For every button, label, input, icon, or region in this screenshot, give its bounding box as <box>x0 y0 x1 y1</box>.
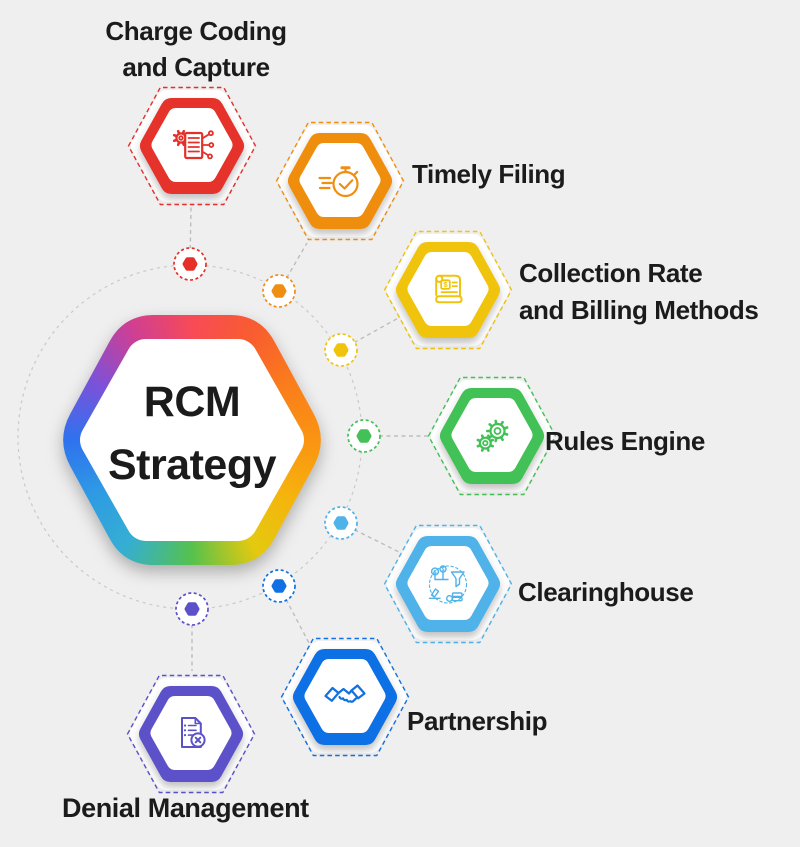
charge-coding-label-line1: Charge Coding <box>105 16 287 46</box>
rules-engine-label: Rules Engine <box>545 426 705 456</box>
orbit-node-collection-rate <box>324 333 358 367</box>
charge-coding-hexagon <box>127 86 257 206</box>
orbit-node-partnership <box>262 569 296 603</box>
collection-rate-hexagon: $ <box>383 230 513 350</box>
collection-rate-label: Collection Rate and Billing Methods <box>519 255 759 329</box>
svg-text:$: $ <box>442 567 445 573</box>
collection-rate-label-line2: and Billing Methods <box>519 295 759 325</box>
denial-management-label: Denial Management <box>62 793 309 823</box>
orbit-node-denial-management <box>175 592 209 626</box>
charge-coding-label: Charge Coding and Capture <box>40 13 352 85</box>
partnership-hexagon <box>280 637 410 757</box>
center-title-line1: RCM <box>143 378 241 426</box>
orbit-node-rules-engine <box>347 419 381 453</box>
gears-icon <box>476 419 509 452</box>
handshake-icon <box>324 684 366 703</box>
svg-text:$: $ <box>433 570 437 576</box>
svg-text:$: $ <box>443 280 448 289</box>
document-gear-network-icon <box>172 129 215 160</box>
timely-filing-label: Timely Filing <box>412 159 566 189</box>
stopwatch-icon <box>318 166 359 198</box>
data-funnel-icon: $ $ <box>428 565 468 604</box>
orbit-node-charge-coding <box>173 247 207 281</box>
orbit-node-timely-filing <box>262 274 296 308</box>
orbit-node-clearinghouse <box>324 506 358 540</box>
rules-engine-hexagon <box>427 376 557 496</box>
timely-filing-hexagon <box>275 121 405 241</box>
billing-scroll-icon: $ <box>435 274 463 304</box>
charge-coding-label-line2: and Capture <box>122 52 270 82</box>
clearinghouse-hexagon: $ $ <box>383 524 513 644</box>
partnership-label: Partnership <box>407 706 548 736</box>
center-hexagon-inner <box>80 339 304 541</box>
rejected-document-icon <box>181 717 206 748</box>
clearinghouse-label: Clearinghouse <box>518 577 694 607</box>
denial-management-hexagon <box>126 674 256 794</box>
collection-rate-label-line1: Collection Rate <box>519 258 703 288</box>
center-title: RCM Strategy <box>77 371 307 497</box>
center-title-line2: Strategy <box>107 441 277 489</box>
